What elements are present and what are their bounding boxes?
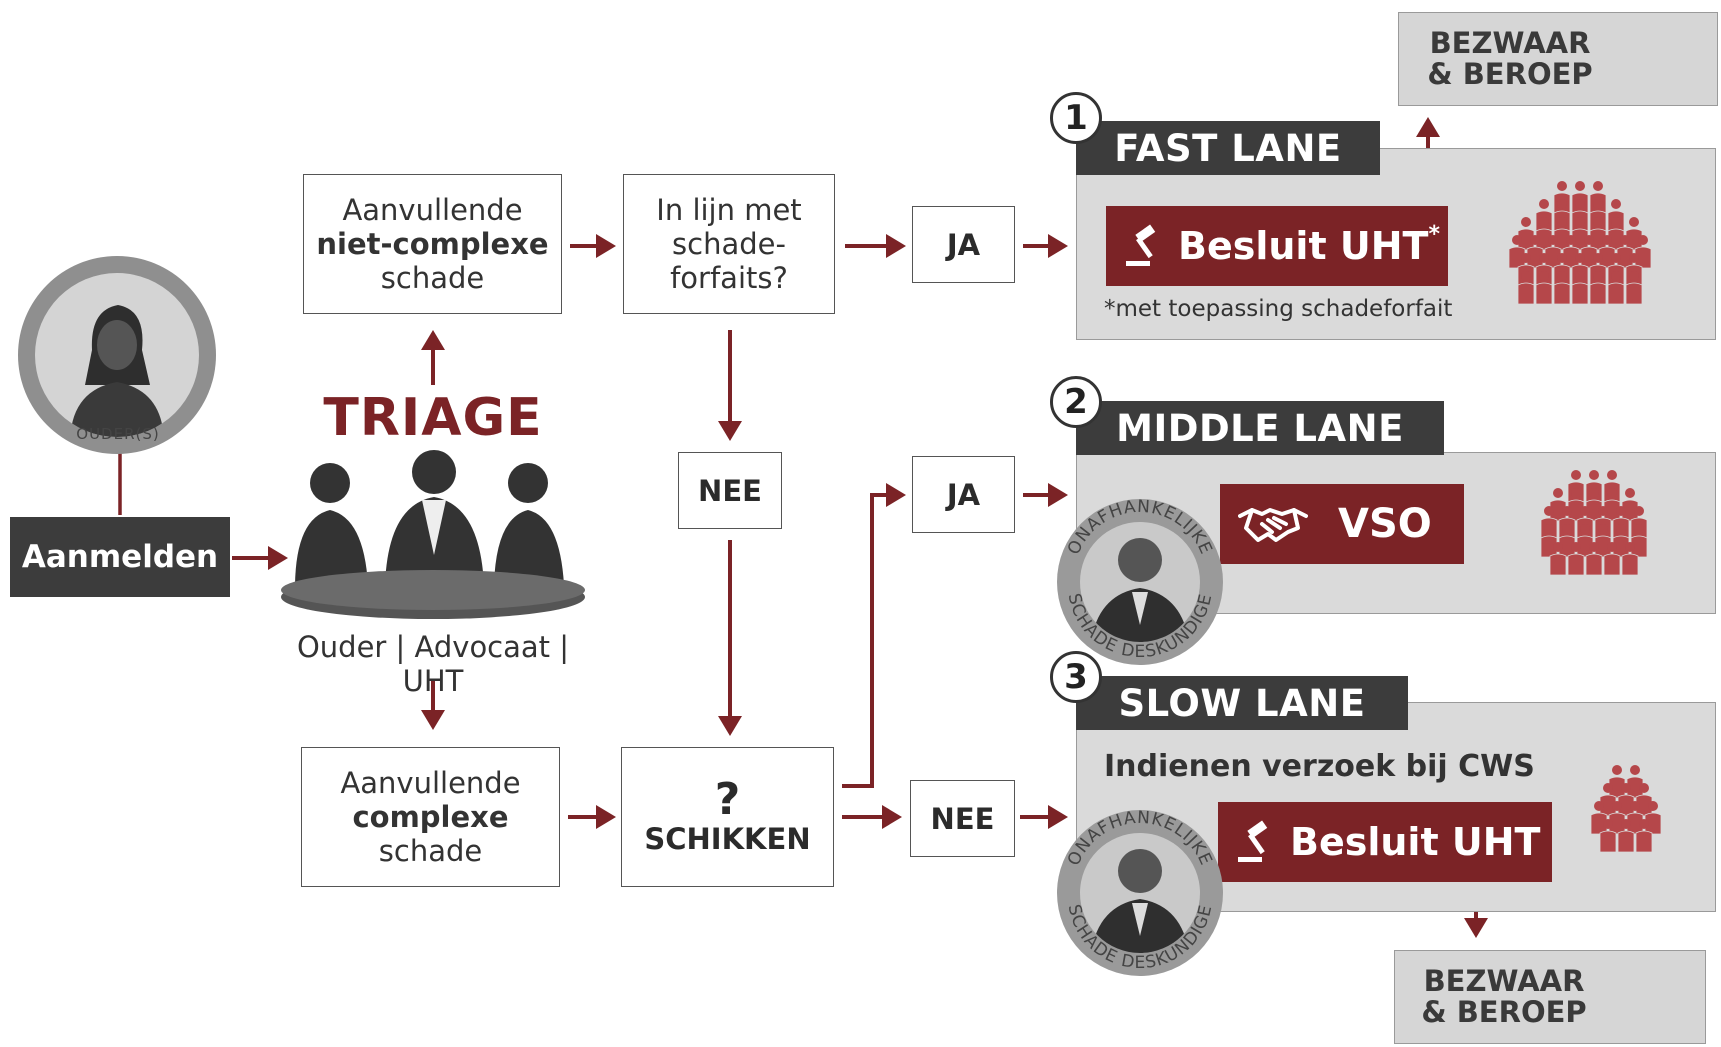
slow-lane-title: SLOW LANE — [1118, 681, 1366, 725]
ja-mid-label: JA — [946, 477, 981, 512]
appeal-bottom-line1: BEZWAAR — [1423, 964, 1585, 998]
complex-line3: schade — [378, 834, 483, 868]
noncomplex-line1: Aanvullende — [342, 193, 523, 227]
appeal-top-line1: BEZWAAR — [1429, 26, 1591, 60]
fast-lane-decision-button: Besluit UHT * — [1106, 206, 1448, 286]
fast-lane-title: FAST LANE — [1114, 126, 1342, 170]
arrow-ja-to-fastlane — [1023, 234, 1068, 258]
arrow-triage-down — [421, 680, 445, 730]
middle-lane-button-label: VSO — [1338, 501, 1432, 547]
register-box: Aanmelden — [10, 517, 230, 597]
middle-lane-title: MIDDLE LANE — [1116, 406, 1404, 450]
arrow-settle-to-ja — [842, 483, 906, 788]
settle-label: SCHIKKEN — [644, 822, 811, 856]
nee-mid-label: NEE — [698, 473, 762, 508]
question-line2: schade- — [672, 227, 786, 261]
arrow-question-to-ja — [845, 234, 906, 258]
arrow-question-to-nee — [718, 330, 742, 441]
slow-lane-number: 3 — [1050, 651, 1102, 703]
arrow-complex-to-settle — [568, 805, 616, 829]
arrow-settle-to-nee — [842, 805, 902, 829]
noncomplex-line2: niet-complexe — [316, 227, 549, 261]
question-line1: In lijn met — [656, 193, 802, 227]
appeal-top-line2: & BEROEP — [1427, 57, 1593, 91]
triage-participants: Ouder | Advocaat | UHT — [296, 630, 570, 698]
slow-lane-decision-button: Besluit UHT — [1218, 802, 1552, 882]
ja-box-mid: JA — [912, 456, 1015, 533]
middle-lane-vso-button: VSO — [1220, 484, 1464, 564]
appeal-top-text: BEZWAAR & BEROEP — [1420, 28, 1600, 90]
nee-box-bottom: NEE — [910, 780, 1015, 857]
complex-damage-box: Aanvullende complexe schade — [301, 747, 560, 887]
settle-symbol: ? — [714, 774, 741, 825]
question-line3: forfaits? — [670, 261, 788, 295]
appeal-bottom-text: BEZWAAR & BEROEP — [1414, 966, 1594, 1028]
arrow-nee-to-slowlane — [1020, 805, 1068, 829]
fast-lane-header: FAST LANE — [1076, 121, 1380, 175]
slow-lane-button-label: Besluit UHT — [1290, 820, 1541, 864]
parent-badge-label: OUDER(S) — [76, 425, 160, 443]
triage-title: TRIAGE — [323, 388, 543, 448]
fast-lane-number: 1 — [1050, 92, 1102, 144]
settle-box: ? SCHIKKEN — [621, 747, 834, 887]
ja-top-label: JA — [946, 227, 981, 262]
forfait-question-box: In lijn met schade- forfaits? — [623, 174, 835, 314]
complex-line1: Aanvullende — [340, 766, 521, 800]
complex-line2: complexe — [352, 800, 509, 834]
arrow-register-to-triage — [232, 546, 288, 570]
middle-lane-number: 2 — [1050, 376, 1102, 428]
nee-box-mid: NEE — [678, 452, 782, 529]
slow-lane-header: SLOW LANE — [1076, 676, 1408, 730]
appeal-box-bottom — [1394, 950, 1706, 1044]
noncomplex-damage-box: Aanvullende niet-complexe schade — [303, 174, 562, 314]
noncomplex-line3: schade — [380, 261, 485, 295]
arrow-nee-to-settle — [718, 540, 742, 736]
fast-lane-note: *met toepassing schadeforfait — [1104, 296, 1453, 322]
nee-bottom-label: NEE — [930, 801, 995, 836]
fast-lane-button-label: Besluit UHT — [1178, 224, 1429, 268]
handshake-icon — [1238, 508, 1308, 542]
register-label: Aanmelden — [21, 539, 219, 575]
fast-lane-asterisk: * — [1428, 222, 1440, 247]
appeal-bottom-line2: & BEROEP — [1421, 995, 1587, 1029]
gavel-icon — [1126, 224, 1156, 266]
ja-box-top: JA — [912, 206, 1015, 283]
middle-lane-header: MIDDLE LANE — [1076, 401, 1444, 455]
gavel-icon — [1238, 820, 1268, 862]
slow-lane-subtitle: Indienen verzoek bij CWS — [1104, 749, 1535, 784]
arrow-noncomplex-to-question — [570, 234, 616, 258]
arrow-ja-to-middlelane — [1023, 483, 1068, 507]
arrow-triage-up — [421, 330, 445, 385]
appeal-box-top — [1398, 12, 1718, 106]
